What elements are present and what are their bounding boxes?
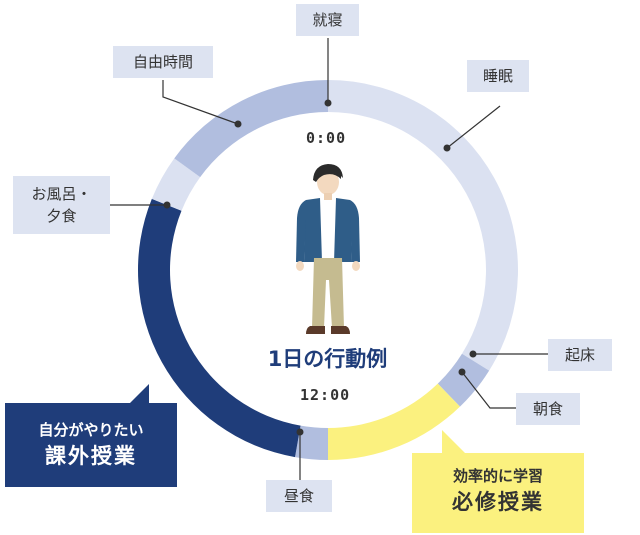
dot-bath-dinner [163, 201, 171, 209]
leader-sleep [446, 105, 501, 149]
label-bath-dinner-line1: お風呂・ [31, 185, 92, 203]
student-figure-icon [296, 164, 360, 334]
dot-lunch [296, 428, 304, 436]
dot-breakfast [458, 368, 466, 376]
time-noon: 12:00 [300, 386, 351, 404]
dot-sleep [443, 144, 451, 152]
label-lunch: 昼食 [266, 480, 332, 512]
segment-required-class [328, 383, 460, 460]
dot-sleep-time [324, 99, 332, 107]
segment-bath-dinner [151, 158, 201, 211]
callout-extracurricular-line1: 自分がやりたい [38, 421, 144, 439]
callout-extracurricular: 自分がやりたい 課外授業 [5, 384, 177, 487]
segment-sleep [328, 80, 518, 371]
label-bath-dinner-line2: 夕食 [46, 207, 77, 225]
leader-breakfast [461, 371, 516, 409]
ring-segments [137, 80, 518, 460]
dot-free-time [234, 120, 242, 128]
callout-required: 効率的に学習 必修授業 [412, 430, 584, 533]
leader-dots [163, 99, 477, 436]
label-free-time: 自由時間 [113, 46, 213, 78]
label-sleep: 睡眠 [467, 60, 529, 92]
callout-extracurricular-tail [129, 384, 149, 404]
segment-free-time [174, 80, 328, 178]
callout-required-tail [442, 430, 466, 454]
segment-breakfast [437, 353, 490, 407]
time-midnight: 0:00 [306, 129, 347, 147]
label-bath-dinner: お風呂・ 夕食 [13, 176, 110, 234]
segment-lunch [295, 425, 328, 460]
label-sleep-time: 就寝 [296, 4, 359, 36]
segment-extracurricular [137, 198, 301, 458]
callout-required-line2: 必修授業 [452, 490, 544, 514]
callout-required-line1: 効率的に学習 [452, 467, 543, 485]
leader-free-time [162, 80, 239, 125]
diagram-title: 1日の行動例 [267, 347, 388, 371]
callout-extracurricular-line2: 課外授業 [45, 444, 137, 468]
label-wake: 起床 [548, 339, 612, 371]
label-breakfast: 朝食 [516, 393, 580, 425]
dot-wake [469, 350, 477, 358]
leader-lines [110, 38, 548, 480]
